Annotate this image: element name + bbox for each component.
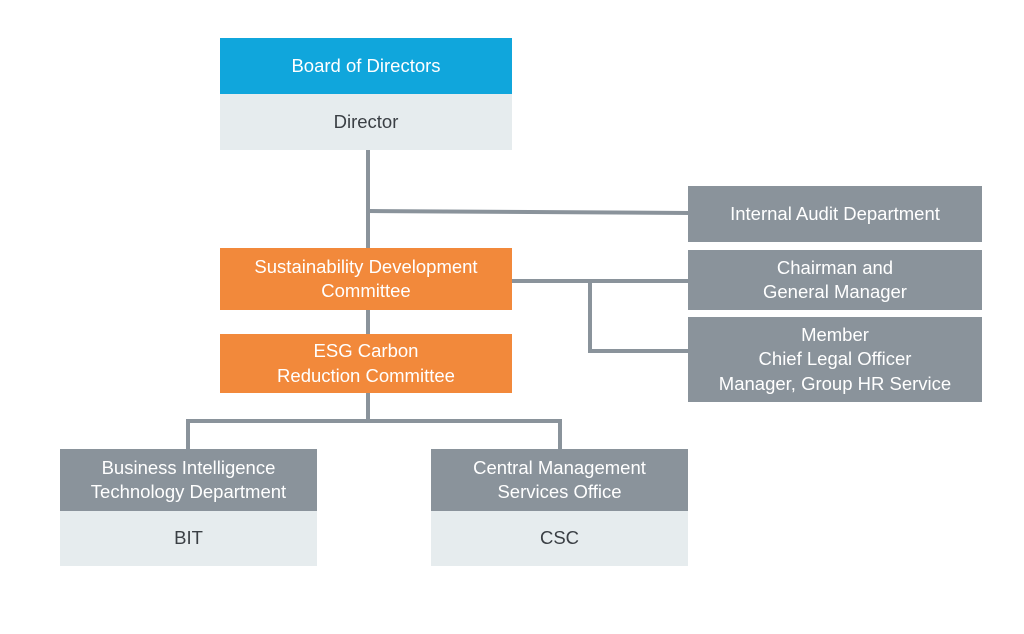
chairman-box: Chairman and General Manager: [688, 250, 982, 310]
bit-box: Business Intelligence Technology Departm…: [60, 449, 317, 511]
board-title: Board of Directors: [291, 54, 441, 76]
csc-title: Central Management Services Office: [473, 456, 646, 502]
board-member: Director: [333, 110, 399, 132]
chairman-label: Chairman and General Manager: [763, 256, 907, 302]
director-box: Director: [220, 94, 512, 150]
bit-title: Business Intelligence Technology Departm…: [90, 456, 287, 502]
csc-box: Central Management Services Office: [431, 449, 688, 511]
connector-internal-audit: [365, 208, 691, 216]
esg-committee-label: ESG Carbon Reduction Committee: [277, 340, 455, 386]
sustainability-committee-box: Sustainability Development Committee: [220, 248, 512, 310]
esg-committee-box: ESG Carbon Reduction Committee: [220, 334, 512, 393]
internal-audit-label: Internal Audit Department: [730, 202, 940, 224]
bit-code-box: BIT: [60, 511, 317, 566]
board-of-directors-box: Board of Directors: [220, 38, 512, 94]
members-box: Member Chief Legal Officer Manager, Grou…: [688, 317, 982, 402]
bit-code: BIT: [174, 527, 203, 549]
members-label: Member Chief Legal Officer Manager, Grou…: [718, 324, 952, 394]
csc-code: CSC: [539, 527, 580, 549]
csc-code-box: CSC: [431, 511, 688, 566]
internal-audit-box: Internal Audit Department: [688, 186, 982, 242]
sustainability-committee-label: Sustainability Development Committee: [254, 255, 478, 301]
